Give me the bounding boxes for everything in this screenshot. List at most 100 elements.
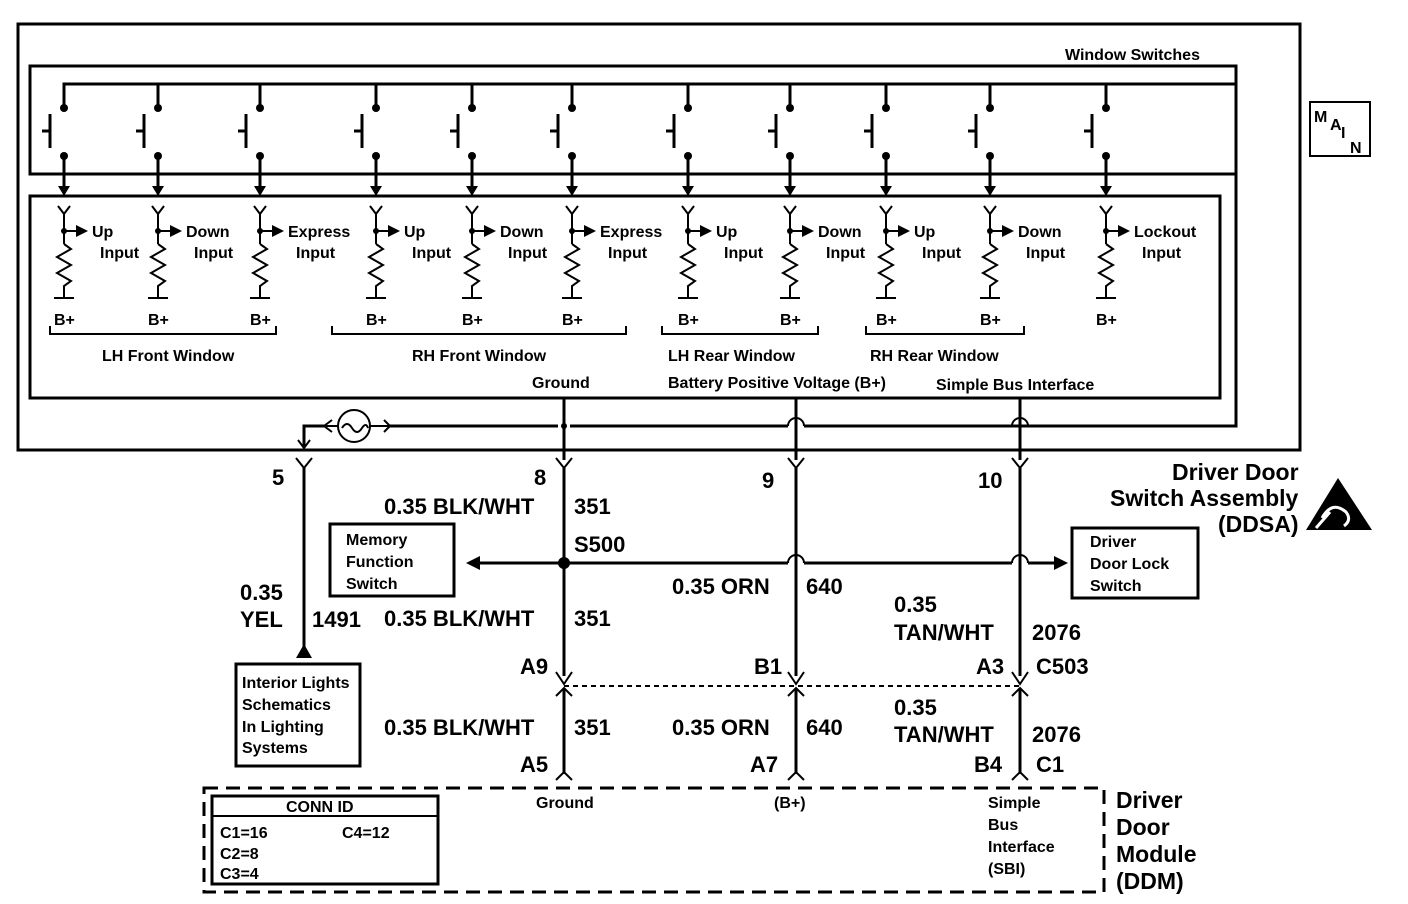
arrow-interior-lights xyxy=(296,644,312,658)
wire-hop-2 xyxy=(1011,417,1029,427)
tan-gauge-1: 0.35 xyxy=(894,592,937,617)
ddm-b4: B4 xyxy=(974,752,1003,777)
bplus-label: B+ xyxy=(148,312,169,329)
svg-text:I: I xyxy=(1341,125,1345,142)
yel-color: YEL xyxy=(240,607,283,632)
label-rh-front: RH Front Window xyxy=(412,348,547,365)
ddm-sbi-1: Simple xyxy=(988,795,1041,812)
bplus-label: B+ xyxy=(876,312,897,329)
window-switch xyxy=(864,84,892,196)
input-label-line2: Input xyxy=(412,245,452,262)
bplus-label: B+ xyxy=(1096,312,1117,329)
input-label-line1: Up xyxy=(914,224,936,241)
ddm-c1: C1 xyxy=(1036,752,1064,777)
bplus-label: B+ xyxy=(980,312,1001,329)
svg-text:A: A xyxy=(1330,117,1342,134)
conn-id-title: CONN ID xyxy=(286,799,354,816)
pin-9-label: 9 xyxy=(762,468,774,493)
conn-id-c4: C4=12 xyxy=(342,825,390,842)
wire-hop-1 xyxy=(787,417,805,427)
ddm-a5: A5 xyxy=(520,752,548,777)
input-label-line1: Up xyxy=(716,224,738,241)
ddsa-title-3: (DDSA) xyxy=(1218,511,1299,537)
ddm-sbi-3: Interface xyxy=(988,839,1055,856)
ddm-a7: A7 xyxy=(750,752,778,777)
window-switch xyxy=(238,84,266,196)
bplus-label: B+ xyxy=(562,312,583,329)
internal-wire-main xyxy=(388,82,1238,428)
label-ground-bus: Ground xyxy=(532,375,590,392)
c640-label-2: 640 xyxy=(806,715,843,740)
bplus-label: B+ xyxy=(678,312,699,329)
brace-rh-rear xyxy=(865,326,1025,335)
input-label-line2: Input xyxy=(608,245,648,262)
window-switches-label: Window Switches xyxy=(1065,47,1200,64)
conn-id-c1: C1=16 xyxy=(220,825,268,842)
label-lh-rear: LH Rear Window xyxy=(668,348,796,365)
label-battery-bus: Battery Positive Voltage (B+) xyxy=(668,375,886,392)
input-label-line1: Up xyxy=(92,224,114,241)
c2076-label-2: 2076 xyxy=(1032,722,1081,747)
interior-lights-line2: Schematics xyxy=(242,697,331,714)
ddm-box xyxy=(202,786,1106,894)
input-label-line2: Input xyxy=(1142,245,1182,262)
arrow-door-lock xyxy=(1054,556,1068,570)
blkwht-label-3: 0.35 BLK/WHT xyxy=(384,715,535,740)
input-label-line2: Input xyxy=(826,245,866,262)
c351-label-3: 351 xyxy=(574,715,611,740)
yel-circuit: 1491 xyxy=(312,607,361,632)
splice-label: S500 xyxy=(574,532,625,557)
window-switch xyxy=(666,84,694,196)
ddm-bplus: (B+) xyxy=(774,795,806,812)
pin-5-connector xyxy=(295,457,313,470)
bplus-label: B+ xyxy=(462,312,483,329)
ddm-title-3: Module xyxy=(1116,841,1197,867)
brace-lh-rear xyxy=(661,326,819,335)
c503-name: C503 xyxy=(1036,654,1089,679)
arrow-memory-switch xyxy=(466,556,480,570)
illumination-symbol xyxy=(297,409,392,450)
connector-c503 xyxy=(555,671,1029,697)
input-label-line1: Down xyxy=(818,224,862,241)
input-group: UpInputB+DownInputB+ExpressInputB+UpInpu… xyxy=(54,205,1197,329)
door-lock-line3: Switch xyxy=(1090,578,1142,595)
c351-label-1: 351 xyxy=(574,494,611,519)
door-lock-switch-box xyxy=(1070,526,1200,600)
svg-text:N: N xyxy=(1350,140,1362,157)
input-label-line2: Input xyxy=(724,245,764,262)
interior-lights-line1: Interior Lights xyxy=(242,675,350,692)
input-label-line2: Input xyxy=(100,245,140,262)
input-label-line2: Input xyxy=(922,245,962,262)
tan-color-1: TAN/WHT xyxy=(894,620,994,645)
label-rh-rear: RH Rear Window xyxy=(870,348,999,365)
input-label-line1: Lockout xyxy=(1134,224,1197,241)
window-switch xyxy=(136,84,164,196)
ddsa-title-2: Switch Assembly xyxy=(1110,485,1299,511)
input-label-line1: Down xyxy=(186,224,230,241)
c503-a3: A3 xyxy=(976,654,1004,679)
inputs-box xyxy=(28,194,1222,400)
ddm-ground: Ground xyxy=(536,795,594,812)
interior-lights-line3: In Lighting xyxy=(242,719,324,736)
label-sbi-bus: Simple Bus Interface xyxy=(936,377,1094,394)
brace-rh-front xyxy=(331,326,627,335)
pin-10-label: 10 xyxy=(978,468,1002,493)
orn-label-1: 0.35 ORN xyxy=(672,574,770,599)
connector-ddm-pins xyxy=(555,770,1029,781)
c640-label-1: 640 xyxy=(806,574,843,599)
input-label-line2: Input xyxy=(296,245,336,262)
input-label-line2: Input xyxy=(1026,245,1066,262)
ddm-title-1: Driver xyxy=(1116,787,1183,813)
window-switch xyxy=(1084,84,1112,196)
tan-color-2: TAN/WHT xyxy=(894,722,994,747)
window-switch xyxy=(968,84,996,196)
bplus-label: B+ xyxy=(780,312,801,329)
ddm-sbi-2: Bus xyxy=(988,817,1018,834)
